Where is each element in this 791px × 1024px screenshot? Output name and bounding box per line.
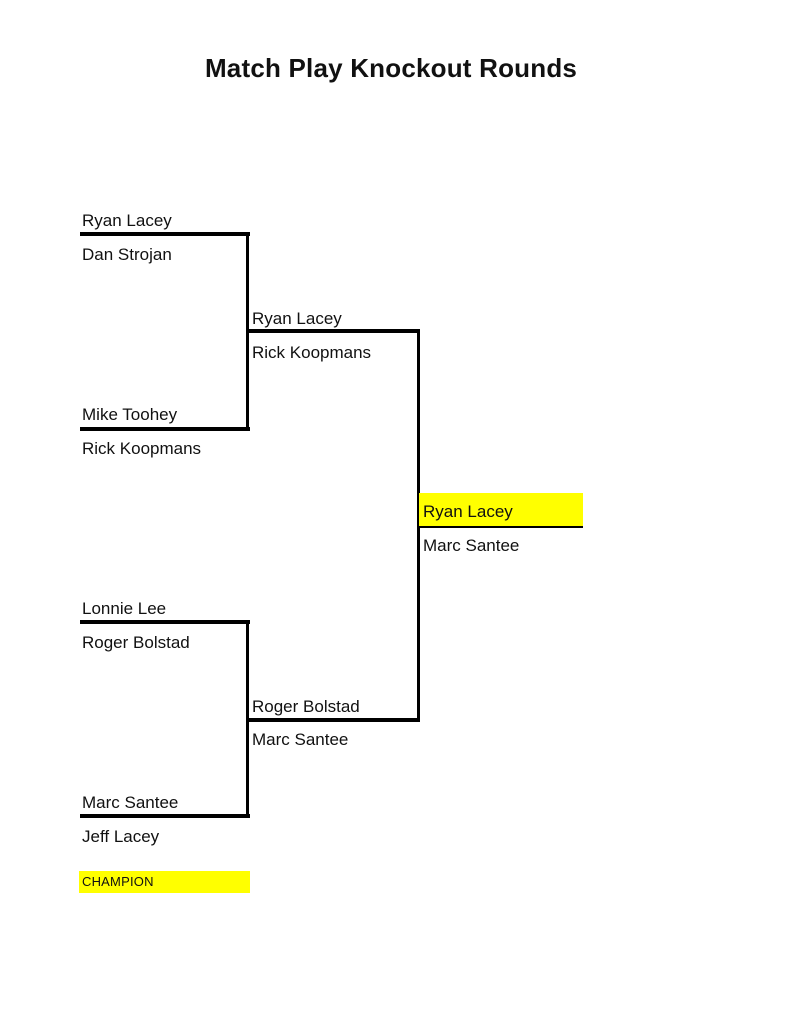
round1-match2-bottom-name: Rick Koopmans: [82, 439, 202, 458]
champion-highlight: CHAMPION: [79, 871, 250, 893]
round1-match3-line: [80, 620, 250, 624]
final-winner-highlight: Ryan Lacey: [419, 493, 583, 526]
semifinal2-line: [248, 718, 420, 722]
round1-match1-top-name: Ryan Lacey: [82, 211, 172, 230]
final-top-name: Ryan Lacey: [423, 502, 513, 521]
semifinal1-top-name: Ryan Lacey: [252, 309, 342, 328]
semifinal1-bottom-name: Rick Koopmans: [252, 343, 372, 362]
semifinal-connector-line: [417, 329, 420, 722]
round1-match1-line: [80, 232, 250, 236]
champion-label: CHAMPION: [82, 874, 154, 889]
round1-match2-line: [80, 427, 250, 431]
round1-match2-top-name: Mike Toohey: [82, 405, 178, 424]
round1-match4-line: [80, 814, 250, 818]
page-title: Match Play Knockout Rounds: [204, 53, 578, 83]
round1-match3-bottom-name: Roger Bolstad: [82, 633, 190, 652]
round1-match1-bottom-name: Dan Strojan: [82, 245, 172, 264]
round1-top-connector-line: [246, 232, 249, 431]
round1-match4-top-name: Marc Santee: [82, 793, 179, 812]
round1-bottom-connector-line: [246, 620, 249, 818]
final-line: [419, 526, 583, 528]
semifinal2-bottom-name: Marc Santee: [252, 730, 349, 749]
semifinal1-line: [248, 329, 420, 333]
semifinal2-top-name: Roger Bolstad: [252, 697, 360, 716]
round1-match4-bottom-name: Jeff Lacey: [82, 827, 160, 846]
final-bottom-name: Marc Santee: [423, 536, 520, 555]
round1-match3-top-name: Lonnie Lee: [82, 599, 167, 618]
